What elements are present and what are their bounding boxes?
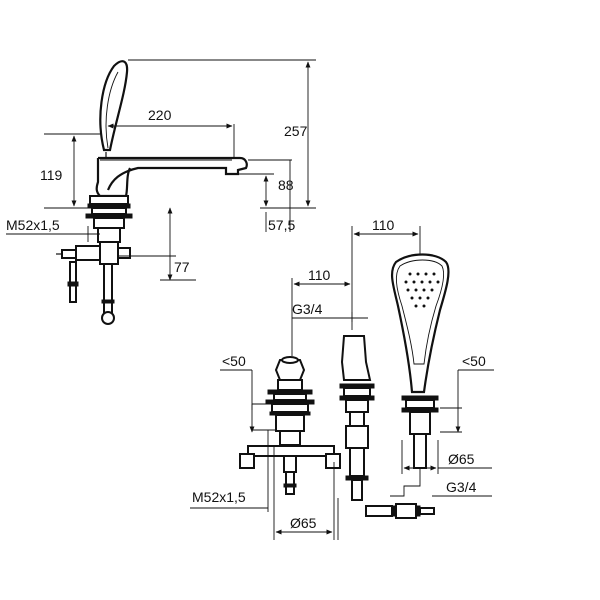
dim-m52-top: M52x1,5 <box>6 217 60 233</box>
dim-d65-bottom: Ø65 <box>290 515 317 531</box>
spout-outline <box>98 156 248 191</box>
dim-110-mid: 110 <box>308 267 331 283</box>
dim-88: 88 <box>278 177 294 193</box>
handshower-head <box>390 253 450 394</box>
spout-assembly <box>339 335 375 501</box>
lever-outline <box>99 60 129 152</box>
dim-257: 257 <box>284 123 308 139</box>
dim-g34-bottom: G3/4 <box>446 479 477 495</box>
nozzle-grid <box>404 272 440 308</box>
dim-m52-bottom: M52x1,5 <box>192 489 246 505</box>
body-outline <box>95 158 132 198</box>
diverter-assembly <box>239 356 341 495</box>
top-dimensions: 257 220 119 88 57,5 M52x1,5 77 <box>6 59 316 281</box>
dim-77: 77 <box>174 259 190 275</box>
faucet-side-view <box>56 60 248 325</box>
dim-110-top: 110 <box>372 217 395 233</box>
dim-g34-top: G3/4 <box>292 301 323 317</box>
handshower-assembly <box>365 253 450 519</box>
dim-119: 119 <box>40 167 63 183</box>
dim-lt50-left: <50 <box>222 353 246 369</box>
dim-lt50-right: <50 <box>462 353 486 369</box>
dim-220: 220 <box>148 107 172 123</box>
bottom-dimensions: 110 110 G3/4 <50 <50 Ø65 G3/4 <box>190 217 494 540</box>
dim-57-5: 57,5 <box>268 217 295 233</box>
dim-d65-right: Ø65 <box>448 451 475 467</box>
